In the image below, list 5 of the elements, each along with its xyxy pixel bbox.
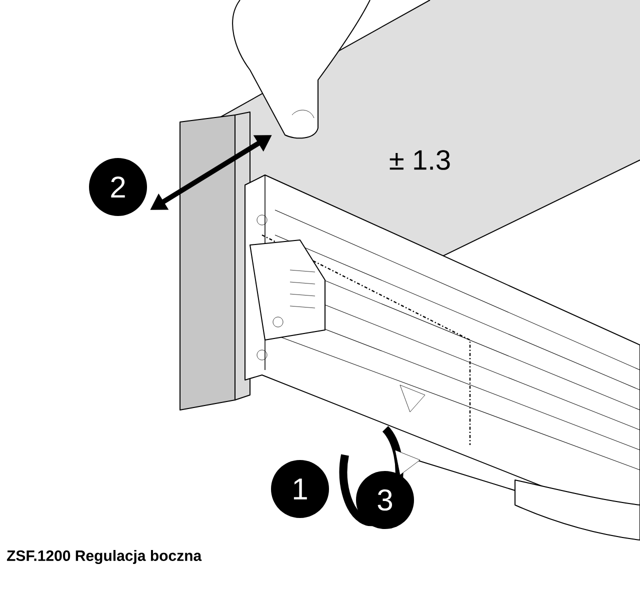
caption: ZSF.1200 Regulacja boczna: [6, 550, 202, 564]
callout-number: 1: [271, 460, 329, 518]
callout-number: 2: [89, 158, 147, 216]
dimension-label: ± 1.3: [390, 150, 450, 170]
callout-number: 3: [356, 471, 414, 529]
